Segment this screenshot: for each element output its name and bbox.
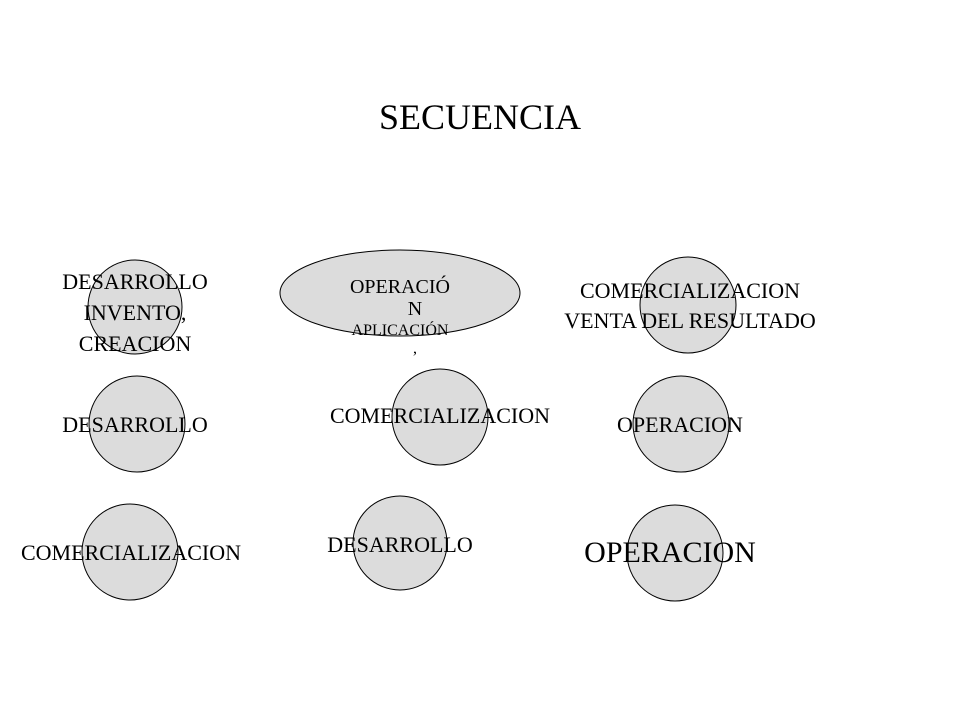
node-label-line: COMERCIALIZACION (21, 540, 241, 565)
node-label-comercializacion: COMERCIALIZACION (290, 402, 590, 430)
node-label-line: DESARROLLO (327, 532, 473, 557)
node-circle-desarrollo-row3 (352, 495, 448, 591)
node-label-line: DESARROLLO (62, 269, 208, 294)
node-circle-operacion-row3 (626, 504, 724, 602)
node-label-line: OPERACIÓ (349, 276, 450, 298)
node-circle-desarrollo (88, 375, 186, 473)
node-circle-comercializacion-venta (639, 256, 737, 354)
node-label-line: OPERACION (584, 536, 756, 569)
diagram-title: SECUENCIA (378, 97, 581, 137)
node-ellipse-operacion-aplicacion (279, 249, 521, 337)
node-label-operacion-row3: OPERACION (570, 534, 770, 572)
node-label-line: VENTA DEL RESULTADO (564, 308, 816, 333)
node-label-operacion: OPERACION (580, 411, 780, 439)
node-label-line: N (407, 298, 423, 320)
node-label-line: COMERCIALIZACION (330, 403, 550, 428)
node-label-comercializacion-row3: COMERCIALIZACION (0, 539, 262, 567)
node-label-desarrollo-invento: DESARROLLO INVENTO, CREACION (35, 266, 235, 359)
node-circle-operacion (632, 375, 730, 473)
node-label-desarrollo-row3: DESARROLLO (300, 531, 500, 559)
node-label-operacion-aplicacion: OPERACIÓ N APLICACIÓN , (300, 276, 500, 357)
node-label-line: , (413, 340, 417, 357)
node-label-comercializacion-venta: COMERCIALIZACION VENTA DEL RESULTADO (530, 276, 850, 336)
node-label-desarrollo: DESARROLLO (35, 411, 235, 439)
node-label-line: APLICACIÓN (351, 322, 449, 339)
node-circle-comercializacion-row3 (81, 503, 179, 601)
node-label-line: CREACION (78, 331, 192, 356)
node-circle-desarrollo-invento (87, 259, 183, 355)
node-label-line: DESARROLLO (62, 412, 208, 437)
node-circle-comercializacion (391, 368, 489, 466)
node-label-line: OPERACION (617, 412, 743, 437)
node-label-line: INVENTO, (83, 300, 187, 325)
node-label-line: COMERCIALIZACION (580, 278, 800, 303)
